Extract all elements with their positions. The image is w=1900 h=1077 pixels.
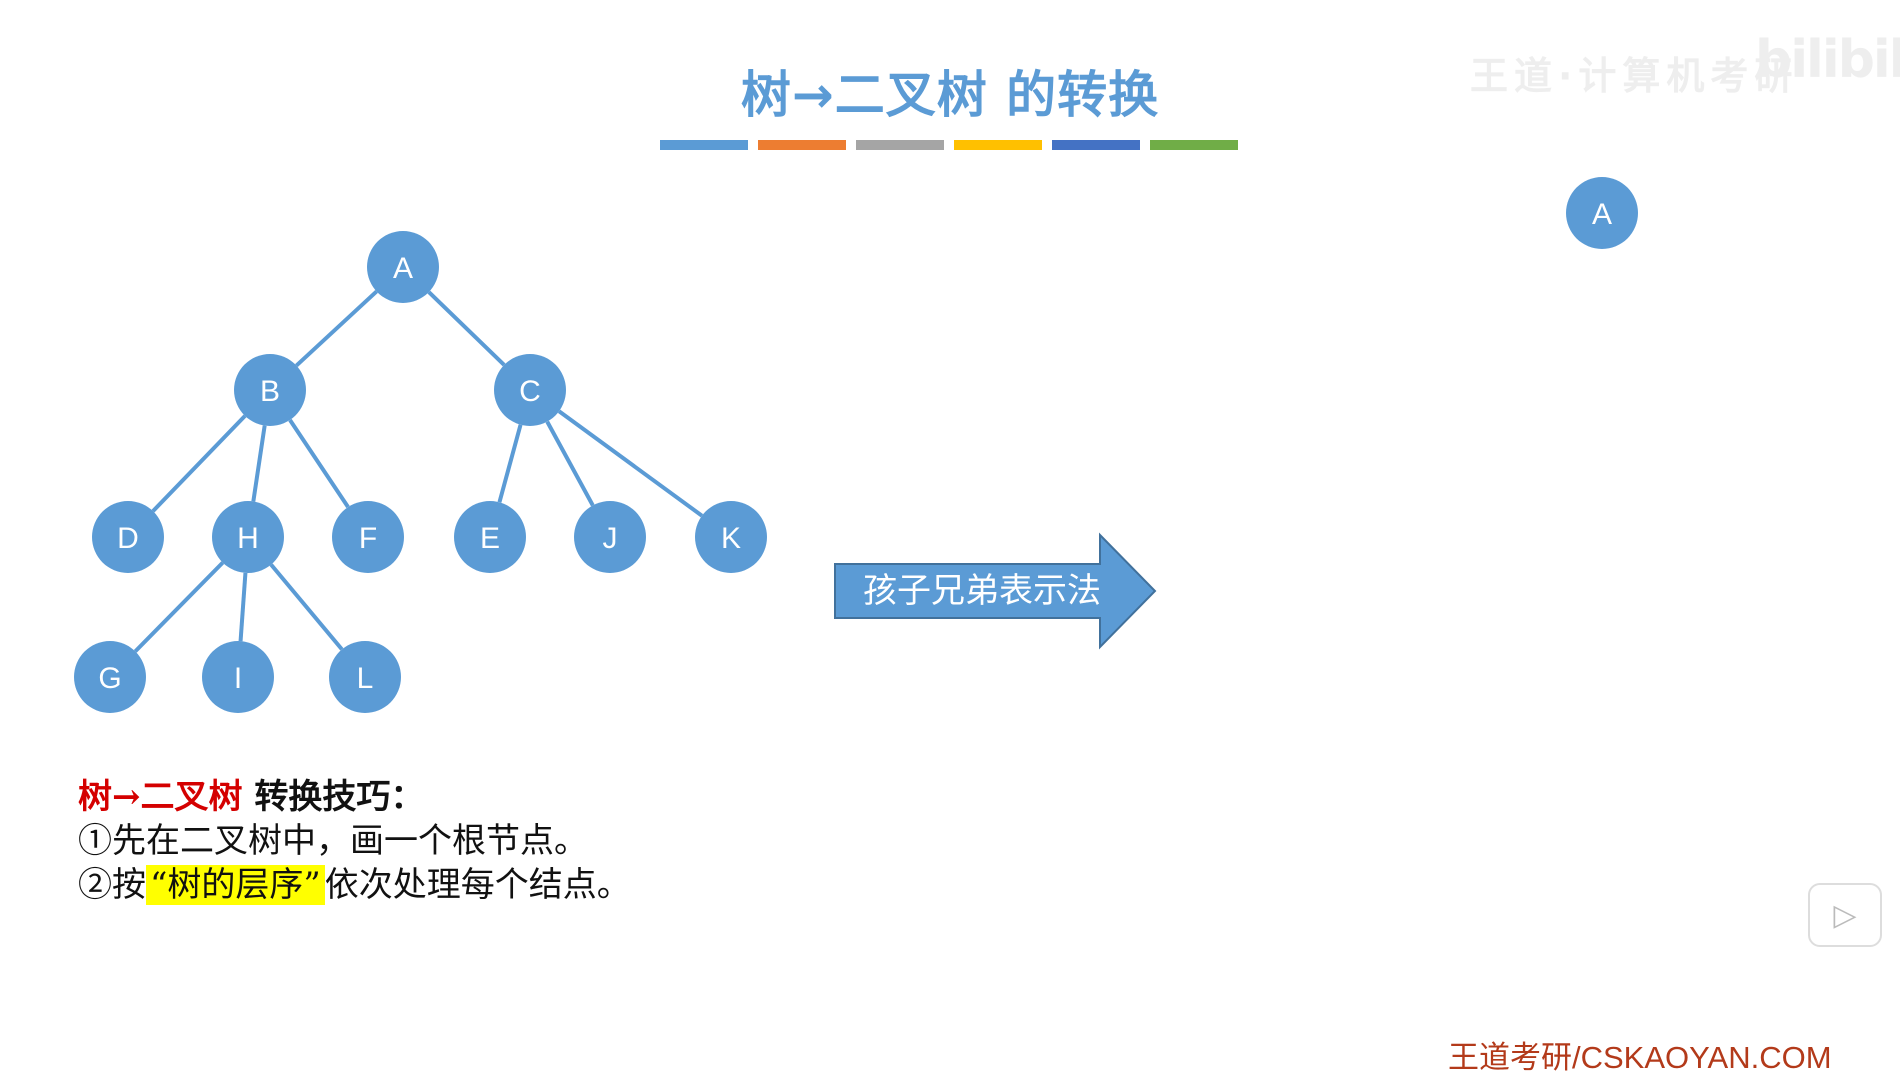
edge-C-J xyxy=(545,420,595,507)
tree-node-C-circle xyxy=(494,354,566,426)
bilibili-logo: bilibili xyxy=(1755,30,1900,90)
tree-node-L-circle xyxy=(329,641,401,713)
edge-C-E xyxy=(497,424,523,503)
edge-H-I xyxy=(238,572,248,642)
tree-node-L: L xyxy=(329,641,401,713)
tree-edges xyxy=(133,289,704,653)
tree-node-D-label: D xyxy=(117,522,139,555)
conversion-arrow: 孩子兄弟表示法 xyxy=(834,532,1157,650)
tree-node-C-label: C xyxy=(519,375,541,408)
edge-A-C xyxy=(427,290,506,367)
edge-A-B xyxy=(295,289,378,368)
binary-tree-nodes: A xyxy=(1566,177,1638,249)
tree-node-A: A xyxy=(367,231,439,303)
title-bar-darkblue xyxy=(1052,140,1140,150)
tree-nodes: A B C D H F E J K G I L xyxy=(74,231,767,713)
tree-node-G-circle xyxy=(74,641,146,713)
tips-heading: 树→二叉树 转换技巧： xyxy=(78,775,631,819)
tips-step-2-highlight: “树的层序” xyxy=(146,865,325,905)
tips-step-2: ②按“树的层序”依次处理每个结点。 xyxy=(78,863,631,907)
tips-step-2-prefix: ②按 xyxy=(78,865,146,905)
edge-B-D xyxy=(151,414,247,513)
tips-heading-highlight: 树→二叉树 xyxy=(78,777,243,817)
title-bar-green xyxy=(1150,140,1238,150)
tree-node-G: G xyxy=(74,641,146,713)
tips-step-1: ①先在二叉树中，画一个根节点。 xyxy=(78,821,588,861)
arrow-shape xyxy=(834,532,1157,650)
play-icon: ▷ xyxy=(1833,897,1857,933)
tree-node-C: C xyxy=(494,354,566,426)
tree-node-F-circle xyxy=(332,501,404,573)
tree-node-D: D xyxy=(92,501,164,573)
tree-node-A-circle xyxy=(367,231,439,303)
tree-node-E-circle xyxy=(454,501,526,573)
conversion-tips: 树→二叉树 转换技巧： ①先在二叉树中，画一个根节点。 ②按“树的层序”依次处理… xyxy=(78,775,631,907)
tree-node-H-circle xyxy=(212,501,284,573)
tree-node-E-label: E xyxy=(480,522,500,555)
title-bar-orange xyxy=(758,140,846,150)
tree-node-F-label: F xyxy=(359,522,377,555)
tree-node-F: F xyxy=(332,501,404,573)
tree-node-J-label: J xyxy=(603,522,618,555)
edge-H-L xyxy=(269,563,344,651)
arrow-label: 孩子兄弟表示法 xyxy=(863,571,1101,611)
edge-H-G xyxy=(133,561,225,653)
tree-node-K-label: K xyxy=(721,522,741,555)
title-bar-yellow xyxy=(954,140,1042,150)
tree-node-K: K xyxy=(695,501,767,573)
tree-node-G-label: G xyxy=(98,662,121,695)
title-bar-blue xyxy=(660,140,748,150)
title-bar-gray xyxy=(856,140,944,150)
footer-brand: 王道考研/CSKAOYAN.COM xyxy=(1448,1040,1832,1075)
tree-node-L-label: L xyxy=(357,662,374,695)
tree-node-D-circle xyxy=(92,501,164,573)
tree-node-I-label: I xyxy=(234,662,242,695)
tree-node-E: E xyxy=(454,501,526,573)
watermark-text: 王道·计算机考研 xyxy=(1470,54,1799,98)
binary-tree-node-A: A xyxy=(1566,177,1638,249)
tree-node-B-circle xyxy=(234,354,306,426)
tree-node-B: B xyxy=(234,354,306,426)
tree-node-I: I xyxy=(202,641,274,713)
slide-title: 树→二叉树 的转换 xyxy=(740,66,1160,124)
edge-B-F xyxy=(288,418,350,509)
tree-node-K-circle xyxy=(695,501,767,573)
tips-step-2-suffix: 依次处理每个结点。 xyxy=(324,865,631,905)
tree-node-H: H xyxy=(212,501,284,573)
tree-node-B-label: B xyxy=(260,375,280,408)
tree-node-J-circle xyxy=(574,501,646,573)
tree-node-H-label: H xyxy=(237,522,259,555)
play-button[interactable]: ▷ xyxy=(1808,883,1882,947)
binary-tree-node-A-circle xyxy=(1566,177,1638,249)
tree-node-I-circle xyxy=(202,641,274,713)
tips-heading-text: 转换技巧： xyxy=(242,777,425,817)
tree-node-A-label: A xyxy=(393,252,413,285)
binary-tree-node-A-label: A xyxy=(1592,198,1612,231)
tree-node-J: J xyxy=(574,501,646,573)
edge-C-K xyxy=(557,409,704,518)
edge-B-H xyxy=(251,425,267,502)
